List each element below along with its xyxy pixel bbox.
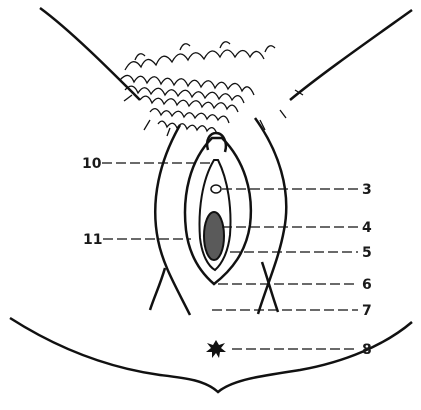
clitoral-hood bbox=[207, 133, 226, 152]
right-thigh-crease bbox=[262, 262, 278, 312]
vaginal-opening bbox=[204, 212, 224, 260]
left-hip-outline bbox=[40, 8, 140, 100]
label-7: 7 bbox=[362, 303, 372, 319]
label-11: 11 bbox=[83, 232, 102, 248]
label-10: 10 bbox=[82, 156, 102, 172]
label-8: 8 bbox=[362, 342, 372, 358]
buttocks-outline bbox=[10, 318, 412, 392]
label-4: 4 bbox=[362, 220, 372, 236]
leader-lines bbox=[102, 163, 358, 349]
pubic-hair bbox=[120, 42, 303, 136]
label-5: 5 bbox=[362, 245, 372, 261]
anus-icon bbox=[206, 340, 226, 358]
right-hip-outline bbox=[290, 10, 412, 100]
label-3: 3 bbox=[362, 182, 372, 198]
urethral-opening bbox=[211, 185, 221, 193]
label-6: 6 bbox=[362, 277, 372, 293]
left-thigh-crease bbox=[150, 268, 165, 310]
